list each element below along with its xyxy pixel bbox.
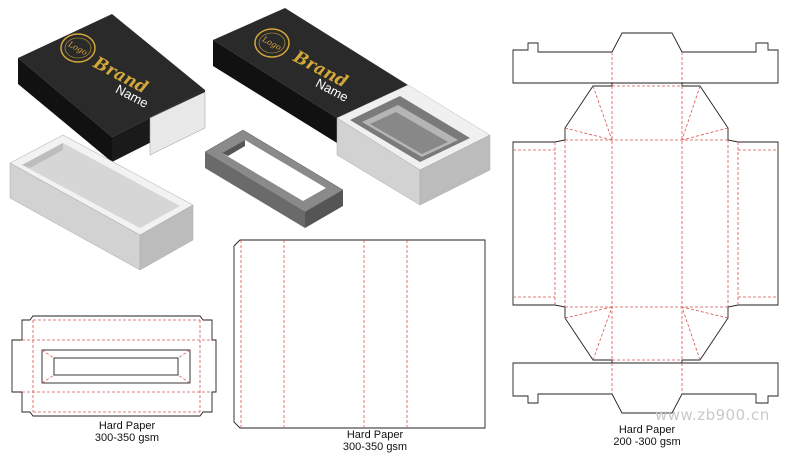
sleeve-box-right: Logo Brand Name: [213, 8, 491, 206]
dieline-insert: [11, 315, 217, 417]
caption-right-line1: Hard Paper: [618, 424, 676, 436]
caption-middle-line2: 300-350 gsm: [342, 441, 408, 453]
caption-left: Hard Paper 300-350 gsm: [72, 420, 182, 444]
dieline-tray: [512, 32, 779, 414]
dieline-sleeve: [233, 239, 486, 429]
caption-right-line2: 200 -300 gsm: [613, 436, 681, 448]
caption-right: Hard Paper 200 -300 gsm: [592, 424, 702, 448]
caption-left-line2: 300-350 gsm: [94, 432, 160, 444]
sleeve-box-left: Logo Brand Name: [18, 14, 206, 162]
watermark: www.zb900.cn: [655, 406, 770, 424]
frame-insert: [204, 129, 344, 228]
open-tray: [9, 134, 194, 271]
caption-middle: Hard Paper 300-350 gsm: [320, 429, 430, 453]
caption-middle-line1: Hard Paper: [346, 429, 404, 441]
caption-left-line1: Hard Paper: [98, 420, 156, 432]
